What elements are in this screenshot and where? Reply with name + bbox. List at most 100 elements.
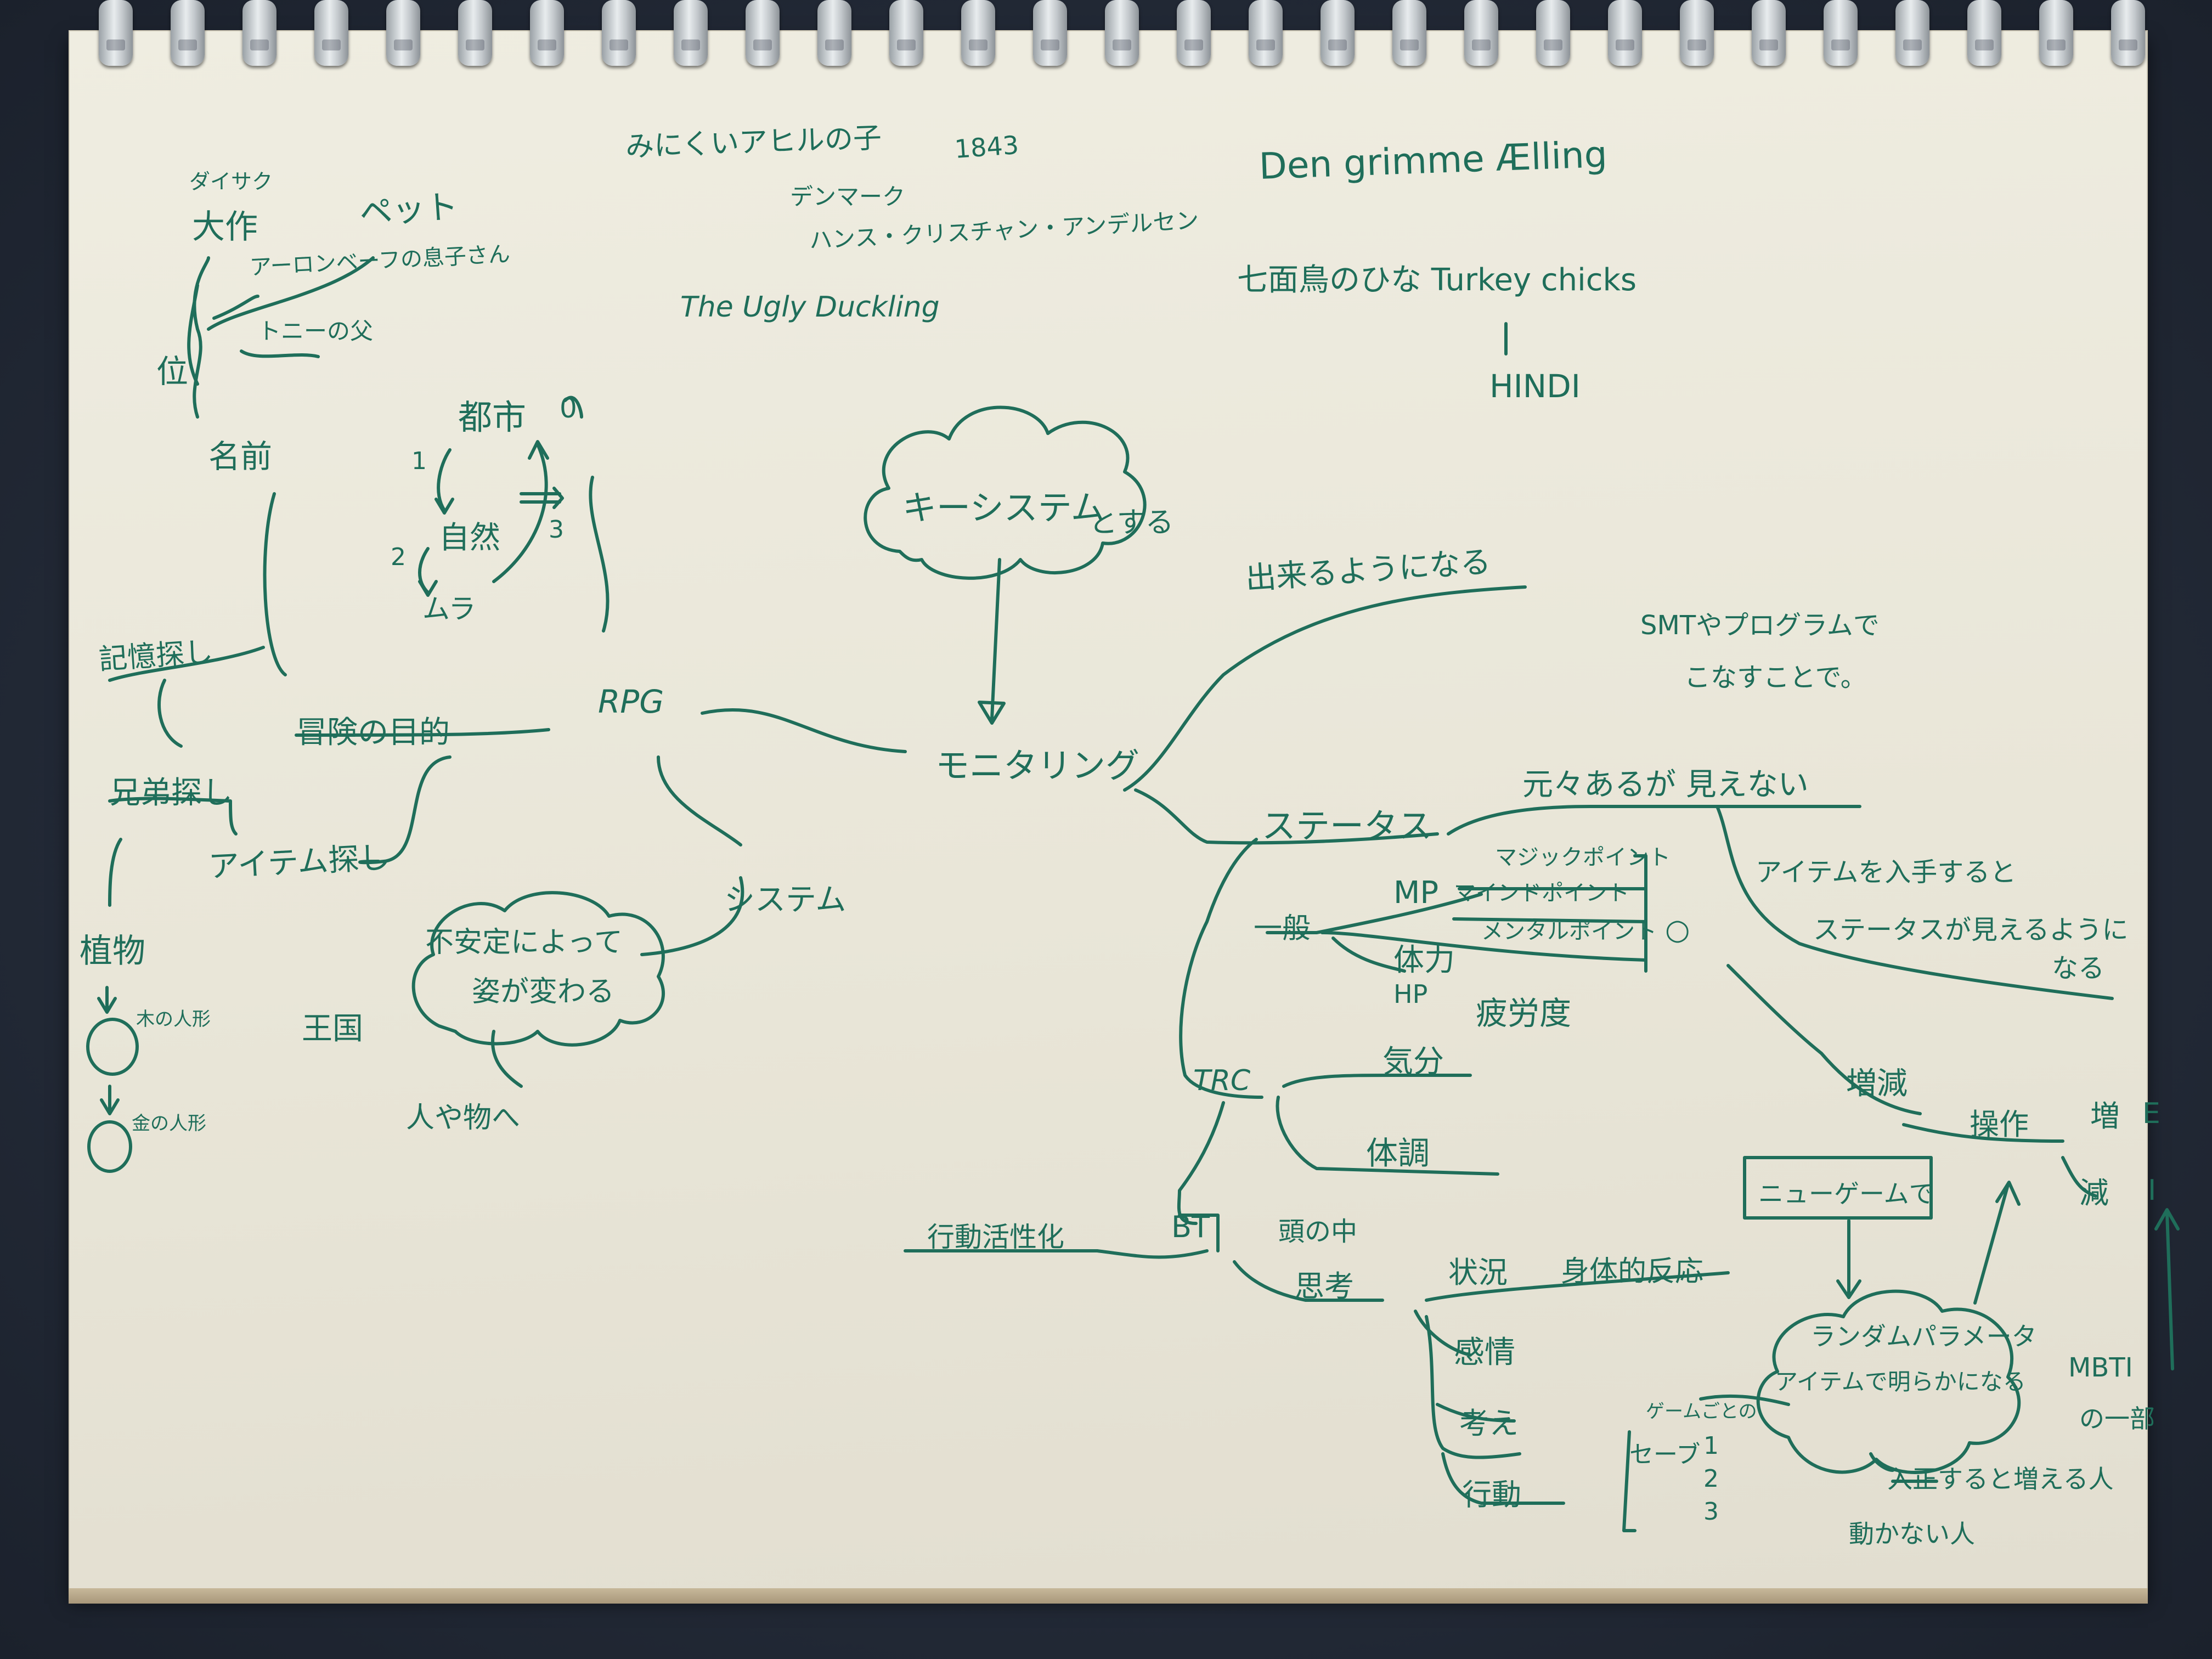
binding-ring <box>1321 0 1355 66</box>
note-n3: 3 <box>549 516 564 544</box>
binding-ring <box>1464 0 1498 66</box>
note-adventure: 冒険の目的 <box>296 715 450 751</box>
note-characters: 人や物へ <box>406 1102 521 1135</box>
note-n2: 2 <box>391 543 406 571</box>
note-instability: 不安定によって <box>425 926 623 959</box>
note-random: ランダムパラメータ <box>1810 1322 2037 1351</box>
note-new-game: ニューゲームで <box>1758 1179 1934 1209</box>
note-per-game: ゲームごとの <box>1646 1401 1757 1423</box>
binding-ring <box>386 0 420 66</box>
note-status-visible: ステータスが見えるように <box>1813 915 2129 945</box>
note-item-clear: アイテムで明らかになる <box>1775 1368 2026 1395</box>
note-namae: 名前 <box>208 438 273 475</box>
note-n1: 1 <box>411 447 427 475</box>
note-exists-invisible: 元々あるが 見えない <box>1522 767 1809 803</box>
note-key-system: キーシステム <box>902 488 1105 528</box>
note-mental-point: メンタルポイント <box>1481 919 1657 944</box>
note-emotion: 感情 <box>1454 1335 1515 1370</box>
note-mood: 気分 <box>1383 1044 1444 1080</box>
note-e: E <box>2142 1097 2160 1130</box>
note-pet: ペット <box>358 187 460 233</box>
note-operation: 操作 <box>1970 1107 2029 1142</box>
binding-ring <box>1752 0 1786 66</box>
cloud-random <box>1756 1289 2021 1474</box>
note-english-title: The Ugly Duckling <box>680 291 940 324</box>
binding-ring <box>1536 0 1570 66</box>
note-daisaku-kanji: 大作 <box>192 208 258 246</box>
note-mind-point: マインドポイント <box>1454 881 1629 906</box>
note-think: 考え <box>1459 1406 1519 1441</box>
binding-ring <box>1249 0 1283 66</box>
note-dec: 減 <box>2079 1176 2109 1210</box>
note-n0: 0 <box>560 392 577 424</box>
binding-ring <box>242 0 276 66</box>
new-game-box <box>1743 1156 1933 1220</box>
binding-ring <box>314 0 348 66</box>
note-hp: HP <box>1393 979 1428 1009</box>
note-action-activation: 行動活性化 <box>927 1221 1064 1253</box>
note-situation: 状況 <box>1448 1255 1508 1290</box>
note-inc: 増 <box>2090 1099 2120 1133</box>
note-kurai: 位 <box>156 353 189 390</box>
binding-ring <box>817 0 851 66</box>
note-ok-text: 入正すると増える人 <box>1887 1464 2114 1494</box>
note-memory: 記憶探し <box>98 635 214 676</box>
note-hindi: HINDI <box>1489 368 1581 405</box>
note-monitoring: モニタリング <box>935 746 1140 786</box>
note-moving: 動かない人 <box>1849 1519 1975 1549</box>
note-form-change: 姿が変わる <box>472 975 615 1008</box>
binding-ring <box>602 0 636 66</box>
binding-ring <box>1177 0 1211 66</box>
note-general: 一般 <box>1254 912 1311 945</box>
binding-ring <box>458 0 492 66</box>
arrow-key-to-monitoring <box>978 558 1006 725</box>
note-smt2: こなすことで。 <box>1684 662 1867 693</box>
note-physical: 身体的反応 <box>1561 1255 1704 1288</box>
note-save: セーブ <box>1629 1441 1701 1469</box>
note-plant: 植物 <box>80 932 145 970</box>
binding-ring <box>1608 0 1642 66</box>
binding-ring <box>1824 0 1858 66</box>
binding-ring <box>2039 0 2073 66</box>
note-kingdom: 王国 <box>302 1011 363 1047</box>
note-condition: 体調 <box>1366 1135 1430 1172</box>
binding-ring <box>530 0 564 66</box>
binding-ring <box>961 0 995 66</box>
note-action: 行動 <box>1462 1477 1521 1512</box>
note-turkey: 七面鳥のひな Turkey chicks <box>1237 262 1637 298</box>
binding-ring <box>1967 0 2001 66</box>
note-daisaku: ダイサク <box>189 170 273 194</box>
binding-ring <box>1680 0 1714 66</box>
tail-instability <box>491 1030 523 1088</box>
note-denmark: デンマーク <box>790 183 906 210</box>
note-fatigue: 疲労度 <box>1476 995 1572 1032</box>
note-doll1: 木の人形 <box>136 1008 211 1030</box>
note-mbti: MBTI <box>2068 1352 2133 1383</box>
note-trc: TRC <box>1193 1064 1251 1097</box>
note-rpg: RPG <box>598 683 664 720</box>
binding-ring <box>1392 0 1426 66</box>
note-naru: なる <box>2052 953 2105 984</box>
note-sibling: 兄弟探し <box>110 775 233 811</box>
binding-ring <box>171 0 205 66</box>
note-head: 頭の中 <box>1278 1216 1358 1247</box>
note-status: ステータス <box>1262 806 1432 846</box>
binding-ring <box>746 0 780 66</box>
note-i: I <box>2148 1174 2157 1207</box>
binding-ring <box>1895 0 1929 66</box>
note-tony: トニーの父 <box>258 318 374 345</box>
note-to-suru: とする <box>1089 506 1174 539</box>
note-smt: SMTやプログラムで <box>1640 610 1880 641</box>
note-item-get: アイテムを入手すると <box>1756 857 2017 888</box>
binding-ring <box>1105 0 1139 66</box>
note-mp: MP <box>1393 875 1439 911</box>
binding-ring <box>674 0 708 66</box>
binding-ring <box>1033 0 1067 66</box>
cloud-instability <box>411 891 665 1047</box>
binding-ring <box>889 0 923 66</box>
note-system: システム <box>724 882 847 918</box>
note-item-search: アイテム探し <box>207 839 391 885</box>
note-city: 都市 <box>458 397 527 437</box>
note-year: 1843 <box>953 129 1020 164</box>
